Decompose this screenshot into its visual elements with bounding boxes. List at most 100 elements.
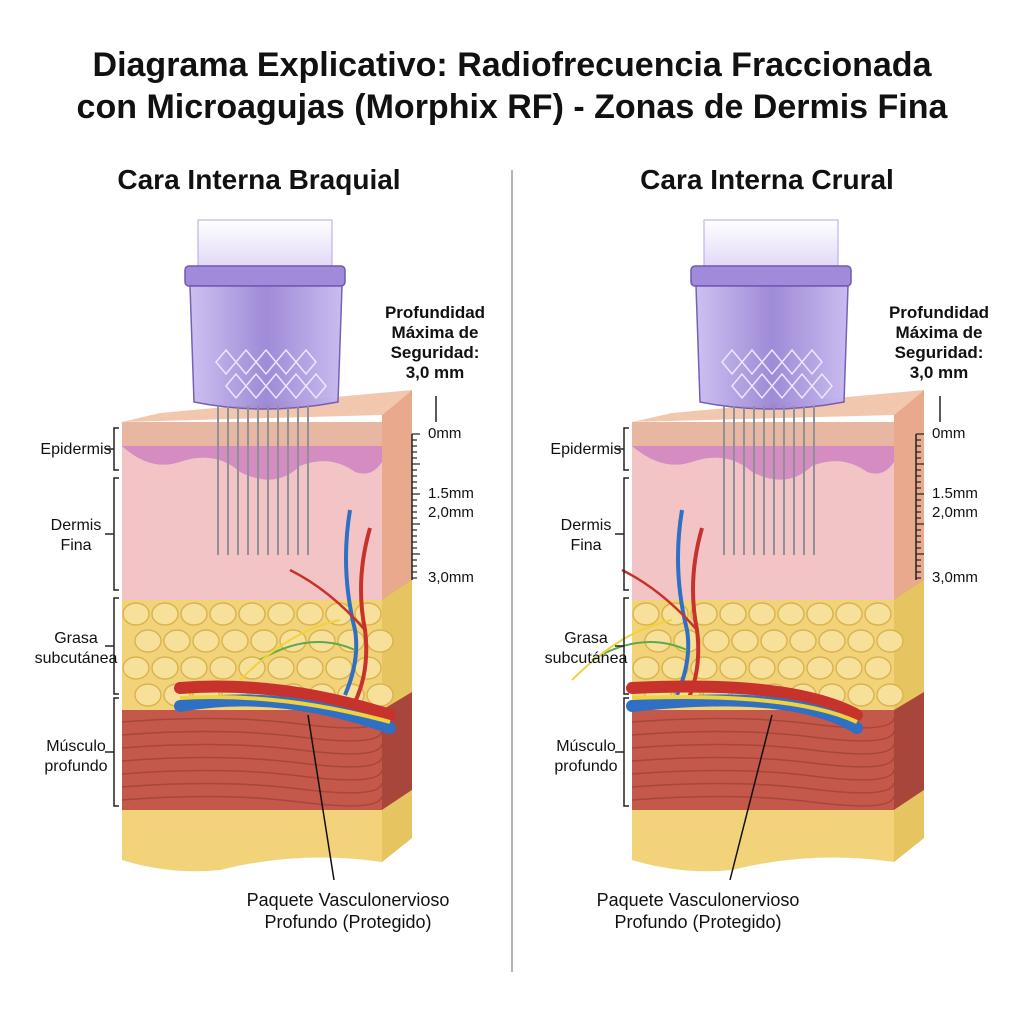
layer-bracket-dermis [113, 477, 119, 591]
fat-cell [702, 629, 730, 653]
fat-cell [777, 602, 805, 626]
fat-cell [748, 656, 776, 680]
depth-heading-line: Seguridad: [895, 343, 984, 362]
fat-cell [632, 602, 660, 626]
fat-cell [180, 656, 208, 680]
fat-cell [267, 656, 295, 680]
scale-label: 3,0mm [932, 569, 978, 586]
bottom-fat-layer [632, 810, 894, 872]
tip-lattice-cell [245, 372, 267, 400]
skin-block [631, 390, 924, 872]
fat-cell [760, 629, 788, 653]
fat-cell [209, 656, 237, 680]
bundle-label: Profundo (Protegido) [614, 912, 781, 932]
tip-lattice-cell [751, 372, 773, 400]
fat-cell [719, 602, 747, 626]
tip-lattice-cell [801, 348, 823, 376]
callout-line [729, 714, 773, 881]
bundle-label: Profundo (Protegido) [264, 912, 431, 932]
muscle-fibre [631, 756, 895, 768]
layer-label-fat: Grasa [54, 630, 98, 647]
tip-lattice-cell [215, 348, 237, 376]
device-collar [690, 265, 852, 287]
muscle-fibre [631, 769, 895, 781]
layer-label-muscle: profundo [44, 758, 107, 775]
scale-label: 2,0mm [428, 504, 474, 521]
fat-cell [748, 602, 776, 626]
scale-label: 0mm [428, 425, 461, 442]
layer-label-fat: subcutánea [35, 650, 118, 667]
muscle-fibre [121, 743, 383, 755]
depth-heading-line: 3,0 mm [910, 363, 969, 382]
muscle-layer [122, 710, 382, 810]
fat-cell [267, 602, 295, 626]
muscle-fibre [631, 730, 895, 742]
device-tip-housing [695, 285, 849, 410]
fat-cell [818, 629, 846, 653]
fat-cell [221, 629, 249, 653]
panel-heading-crural: Cara Interna Crural [640, 164, 894, 195]
fat-cell [789, 629, 817, 653]
tip-lattice-cell [771, 372, 793, 400]
fat-cell [151, 602, 179, 626]
bundle-label: Paquete Vasculonervioso [247, 890, 450, 910]
muscle-fibres [631, 717, 895, 807]
panel-crural: EpidermisDermisFinaGrasasubcutáneaMúscul… [545, 219, 989, 932]
fat-cell [806, 656, 834, 680]
fat-cell [731, 629, 759, 653]
fat-cell [296, 656, 324, 680]
muscle-fibre [121, 756, 383, 768]
block-side-fat [382, 580, 412, 710]
depth-heading-line: 3,0 mm [406, 363, 465, 382]
nerve-twig [571, 619, 673, 681]
fat-cell [209, 602, 237, 626]
muscle-fibre [631, 795, 895, 807]
scale-label: 1.5mm [932, 485, 978, 502]
depth-heading-line: Seguridad: [391, 343, 480, 362]
muscle-fibre [631, 743, 895, 755]
panel-braquial: EpidermisDermisFinaGrasasubcutáneaMúscul… [35, 219, 485, 932]
tip-lattice-cell [265, 372, 287, 400]
tip-lattice-cell [255, 348, 277, 376]
fat-cell [250, 629, 278, 653]
tip-lattice-cell [275, 348, 297, 376]
layer-label-epidermis: Epidermis [550, 441, 621, 458]
panel-heading-braquial: Cara Interna Braquial [117, 164, 401, 195]
epidermis-layer [122, 422, 382, 450]
layer-label-fat: Grasa [564, 630, 608, 647]
vessel-network [174, 509, 396, 734]
fat-cell [835, 656, 863, 680]
tip-lattice-cell [791, 372, 813, 400]
fat-cell [847, 683, 875, 707]
fat-cell [122, 656, 150, 680]
muscle-fibre [121, 730, 383, 742]
diagram-title: Diagrama Explicativo: Radiofrecuencia Fr… [0, 44, 1024, 128]
tip-lattice-cell [811, 372, 833, 400]
muscle-fibres [121, 717, 383, 807]
muscle-fibre [121, 769, 383, 781]
layer-label-dermis: Dermis [51, 517, 102, 534]
fat-cell [632, 656, 660, 680]
fat-cell [134, 629, 162, 653]
layer-bracket-muscle [623, 697, 629, 807]
layer-label-dermis: Fina [60, 537, 91, 554]
muscle-fibre [631, 782, 895, 794]
bundle-label: Paquete Vasculonervioso [597, 890, 800, 910]
fat-cell [806, 602, 834, 626]
block-side-bottom-fat [382, 790, 412, 862]
layer-label-epidermis: Epidermis [40, 441, 111, 458]
fat-cell [325, 656, 353, 680]
tip-lattice-cell [741, 348, 763, 376]
scale-label: 0mm [932, 425, 965, 442]
fat-cell [308, 629, 336, 653]
scale-label: 1.5mm [428, 485, 474, 502]
title-line-2: con Microagujas (Morphix RF) - Zonas de … [76, 88, 948, 126]
layer-labels: EpidermisDermisFinaGrasasubcutáneaMúscul… [35, 427, 119, 807]
tip-lattice-cell [761, 348, 783, 376]
vessel-network [571, 509, 863, 734]
scale-label: 3,0mm [428, 569, 474, 586]
fat-cell [163, 629, 191, 653]
muscle-fibre [631, 717, 895, 729]
fat-cell [864, 656, 892, 680]
